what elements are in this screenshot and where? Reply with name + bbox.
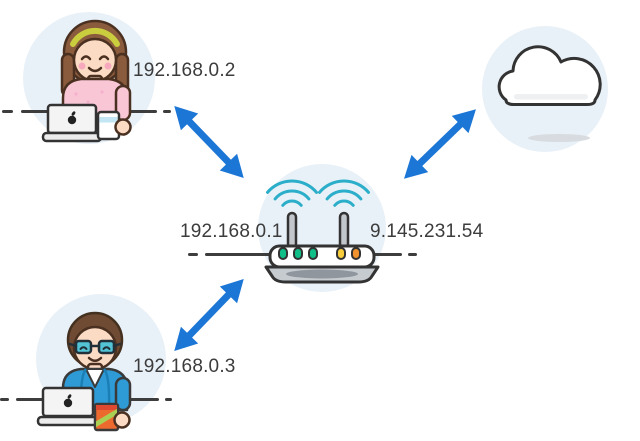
device1-ip-label: 192.168.0.2 xyxy=(133,60,236,81)
router-lan-ip-label: 192.168.0.1 xyxy=(180,221,283,242)
woman-at-laptop-icon xyxy=(41,19,132,143)
cloud-icon xyxy=(497,45,602,142)
wifi-waves-icon xyxy=(266,179,370,207)
man-at-laptop-icon xyxy=(36,311,132,432)
double-arrow-device2-router xyxy=(174,279,244,351)
wifi-router-icon xyxy=(264,179,380,284)
router-wan-ip-label: 9.145.231.54 xyxy=(370,221,484,242)
double-arrow-device1-router xyxy=(174,106,244,178)
device2-ip-label: 192.168.0.3 xyxy=(133,356,236,377)
double-arrow-router-internet xyxy=(404,109,476,179)
router-led-lights xyxy=(278,247,361,260)
